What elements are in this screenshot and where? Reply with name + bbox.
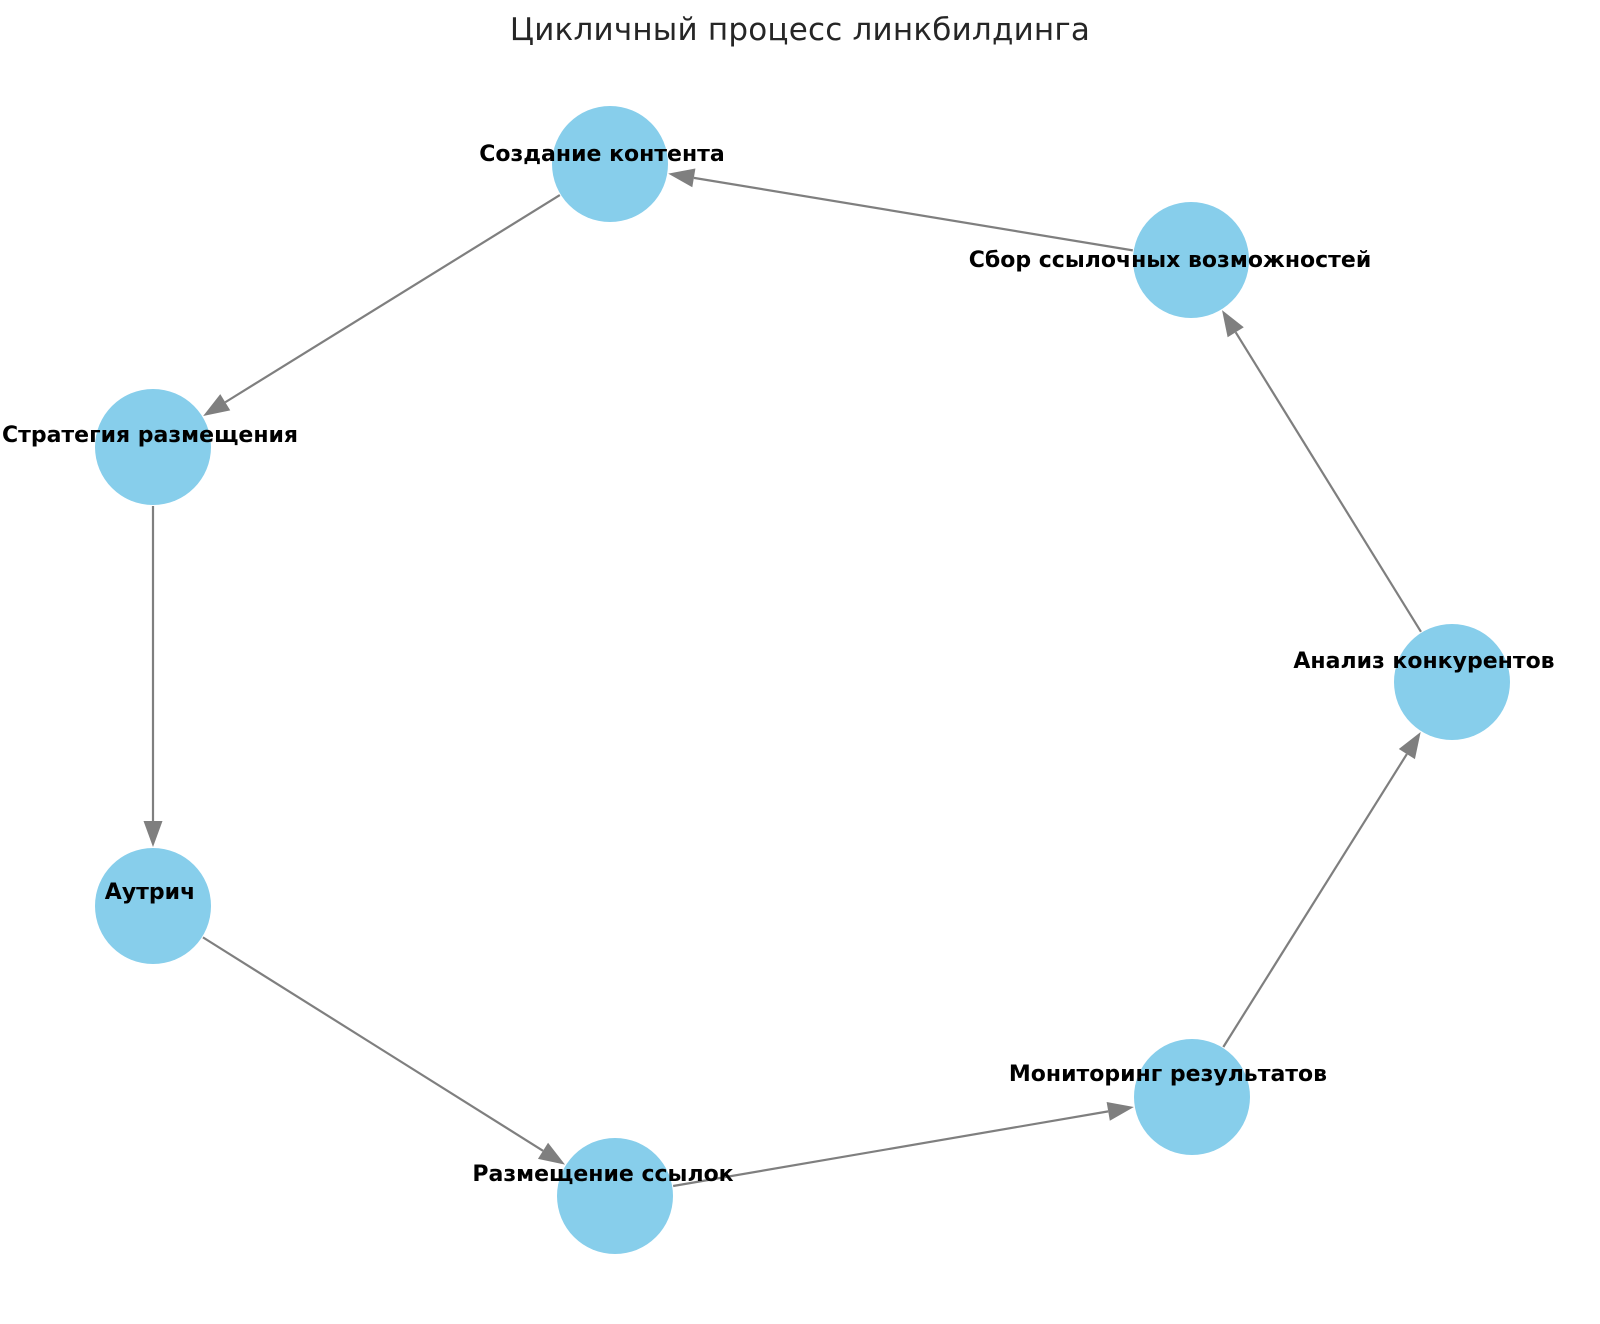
graph-node-content[interactable] — [552, 106, 668, 222]
edge-line — [224, 194, 561, 404]
edges-group — [143, 168, 1422, 1188]
edge-line — [1222, 753, 1408, 1048]
edge-strategy-to-outreach — [143, 506, 163, 847]
edge-line — [693, 176, 1133, 252]
graph-node-competitors[interactable] — [1394, 624, 1510, 740]
edge-competitors-to-opportunity — [1222, 310, 1422, 633]
edge-placement-to-monitoring — [672, 1102, 1134, 1188]
arrow-head-icon — [143, 821, 163, 847]
edge-opportunity-to-content — [668, 168, 1133, 252]
graph-node-strategy[interactable] — [95, 389, 211, 505]
arrow-head-icon — [1222, 310, 1244, 338]
edge-monitoring-to-competitors — [1222, 731, 1421, 1048]
graph-node-outreach[interactable] — [95, 848, 211, 964]
nodes-group — [95, 106, 1510, 1254]
arrow-head-icon — [1398, 731, 1421, 760]
arrow-head-icon — [668, 168, 696, 188]
graph-node-opportunity[interactable] — [1133, 202, 1249, 318]
edge-line — [1234, 331, 1422, 633]
edge-content-to-strategy — [203, 194, 561, 416]
arrow-head-icon — [537, 1142, 566, 1165]
edge-line — [672, 1110, 1109, 1188]
graph-node-monitoring[interactable] — [1134, 1039, 1250, 1155]
graph-node-placement[interactable] — [557, 1138, 673, 1254]
edge-outreach-to-placement — [202, 936, 566, 1165]
page-title: Цикличный процесс линкбилдинга — [509, 12, 1091, 48]
edge-line — [202, 936, 544, 1152]
arrow-head-icon — [203, 394, 231, 416]
arrow-head-icon — [1106, 1102, 1134, 1121]
